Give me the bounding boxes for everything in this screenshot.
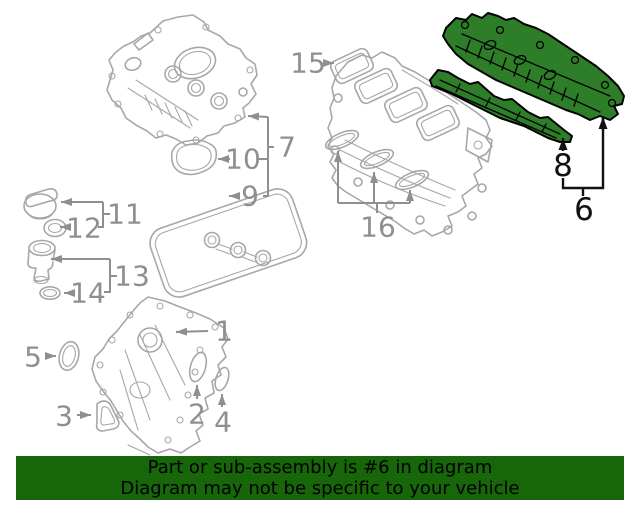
callout-9-label: 9 bbox=[241, 180, 259, 213]
o-ring-5-drawing bbox=[58, 340, 80, 372]
oil-filler-neck-drawing bbox=[27, 239, 56, 285]
callout-2-label: 2 bbox=[188, 398, 206, 431]
callout-11-label: 11 bbox=[107, 198, 143, 231]
callout-14-label: 14 bbox=[70, 277, 106, 310]
timing-cover-drawing bbox=[91, 296, 229, 456]
o-ring-4-drawing bbox=[214, 366, 230, 392]
manifold-port-gaskets-drawing bbox=[324, 129, 430, 191]
neck-o-ring-drawing bbox=[39, 285, 61, 300]
callout-15-label: 15 bbox=[290, 47, 326, 80]
callout-6-label: 6 bbox=[574, 192, 594, 228]
cylinder-head-cover-left-drawing bbox=[106, 14, 258, 146]
callout-3-label: 3 bbox=[55, 400, 73, 433]
callout-lines bbox=[45, 59, 608, 419]
oil-filler-cap-drawing bbox=[23, 188, 58, 220]
banner-line-2: Diagram may not be specific to your vehi… bbox=[120, 478, 520, 499]
callout-16-label: 16 bbox=[360, 211, 396, 244]
callout-10-label: 10 bbox=[225, 143, 261, 176]
banner-line-1: Part or sub-assembly is #6 in diagram bbox=[147, 457, 493, 478]
highlighted-valve-cover-gasket bbox=[429, 69, 573, 143]
callout-8-label: 8 bbox=[553, 148, 573, 184]
callout-7-label: 7 bbox=[278, 131, 296, 164]
callout-4-label: 4 bbox=[214, 406, 232, 439]
callout-1-label: 1 bbox=[215, 315, 233, 348]
o-ring-2-drawing bbox=[188, 351, 208, 383]
intake-manifold-drawing bbox=[327, 47, 493, 237]
callout-5-label: 5 bbox=[24, 341, 42, 374]
highlight-banner: Part or sub-assembly is #6 in diagram Di… bbox=[16, 456, 624, 500]
callout-12-label: 12 bbox=[66, 212, 102, 245]
callout-13-label: 13 bbox=[114, 260, 150, 293]
highlighted-cylinder-head-cover bbox=[442, 12, 625, 121]
valve-cover-gasket-drawing bbox=[149, 188, 308, 298]
pcv-gasket-drawing bbox=[170, 139, 218, 176]
seal-3-drawing bbox=[95, 400, 120, 432]
